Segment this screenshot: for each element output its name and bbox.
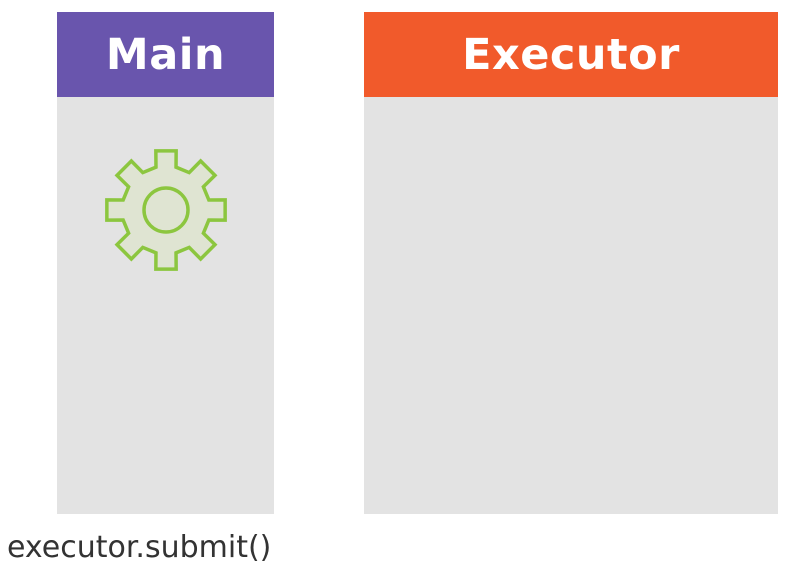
main-panel-title: Main (57, 12, 274, 97)
executor-panel: Executor (364, 12, 778, 514)
code-caption: executor.submit() (7, 530, 272, 565)
main-panel: Main (57, 12, 274, 514)
gear-icon (105, 149, 227, 271)
executor-panel-title: Executor (364, 12, 778, 97)
